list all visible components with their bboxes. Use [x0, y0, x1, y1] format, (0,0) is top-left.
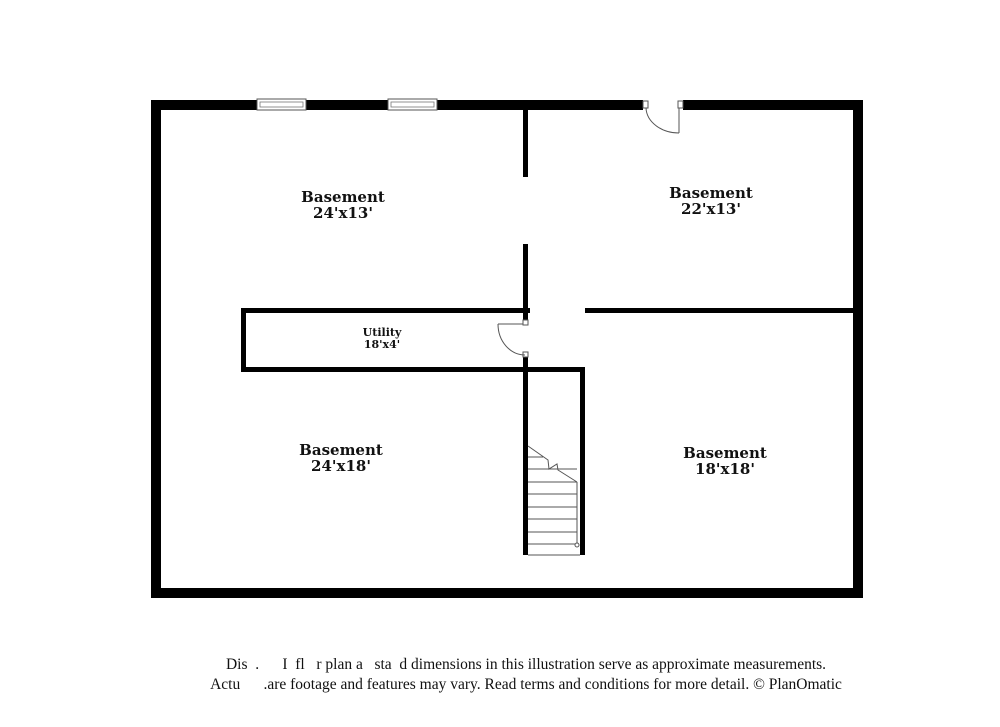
room-label-basement-24x18: Basement 24'x18'	[299, 441, 383, 475]
room-name: Basement	[669, 184, 753, 202]
room-label-basement-22x13: Basement 22'x13'	[669, 184, 753, 218]
room-label-utility: Utility 18'x4'	[363, 327, 402, 350]
disclaimer-line-2: Actu .are footage and features may vary.…	[210, 676, 842, 693]
window-icon	[387, 98, 438, 111]
window-icon	[256, 98, 307, 111]
room-dimensions: 24'x18'	[311, 456, 371, 475]
disclaimer-line-1: Dis . I fl r plan a sta d dimensions in …	[225, 656, 827, 673]
room-dimensions: 24'x13'	[313, 203, 373, 222]
room-name: Basement	[301, 188, 385, 206]
exterior-door-icon	[642, 100, 684, 134]
room-name: Basement	[299, 441, 383, 459]
stairs-icon	[527, 445, 580, 556]
room-dimensions: 18'x4'	[363, 337, 401, 351]
interior-walls	[241, 110, 855, 555]
room-dimensions: 22'x13'	[681, 199, 741, 218]
utility-door-icon	[497, 319, 529, 358]
room-name: Utility	[362, 326, 402, 339]
outer-walls	[151, 100, 863, 598]
room-dimensions: 18'x18'	[695, 459, 755, 478]
room-label-basement-18x18: Basement 18'x18'	[683, 444, 767, 478]
room-name: Basement	[683, 444, 767, 462]
room-label-basement-24x13: Basement 24'x13'	[301, 188, 385, 222]
